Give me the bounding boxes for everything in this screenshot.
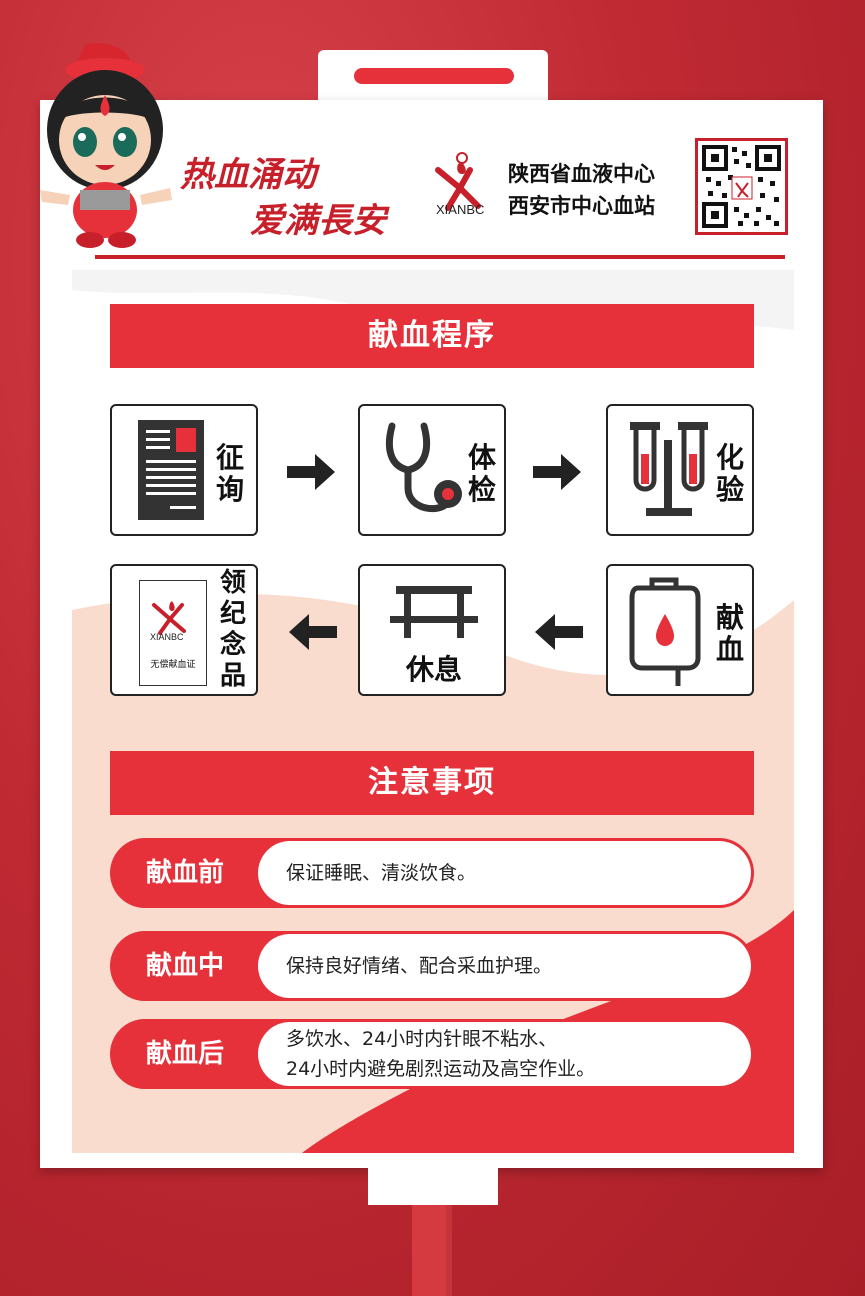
note-before-text: 保证睡眠、清淡饮食。	[258, 841, 751, 905]
step-checkup: 体检	[358, 404, 506, 536]
step-checkup-label: 体检	[468, 441, 497, 506]
document-icon	[138, 420, 204, 520]
note-before: 献血前 保证睡眠、清淡饮食。	[110, 838, 754, 908]
step-souvenir-label: 领纪念品	[220, 568, 247, 691]
board-bottom-tab	[368, 1150, 498, 1205]
org-name-line1: 陕西省血液中心	[508, 162, 655, 186]
org-name: 陕西省血液中心 西安市中心血站	[508, 158, 655, 222]
step-donate: 献血	[606, 564, 754, 696]
note-after-line1: 多饮水、24小时内针眼不粘水、	[286, 1028, 558, 1050]
blood-center-logo-icon	[435, 152, 481, 211]
slogan-line1: 热血涌动	[180, 155, 316, 195]
step-souvenir: XIANBC 无偿献血证 领纪念品	[110, 564, 258, 696]
step-rest-label: 休息	[405, 653, 462, 686]
note-during-tag: 献血中	[145, 951, 224, 981]
arrow-left-icon	[535, 614, 583, 650]
bench-icon	[390, 586, 478, 638]
qr-code[interactable]	[695, 138, 788, 235]
certificate-logo-icon: XIANBC	[150, 601, 186, 641]
note-during-text: 保持良好情绪、配合采血护理。	[258, 934, 751, 998]
step-rest: 休息	[358, 564, 506, 696]
certificate-card: XIANBC 无偿献血证	[139, 580, 207, 686]
mascot-figure	[40, 43, 172, 248]
step-inquiry-label: 征询	[216, 441, 245, 506]
procedure-title: 献血程序	[110, 304, 754, 368]
note-after: 献血后 多饮水、24小时内针眼不粘水、 24小时内避免剧烈运动及高空作业。	[110, 1019, 754, 1089]
slogan-line2: 爱满長安	[250, 201, 386, 241]
arrow-right-icon	[287, 454, 335, 490]
notes-title: 注意事项	[110, 751, 754, 815]
note-before-tag: 献血前	[145, 858, 224, 888]
stethoscope-icon	[385, 422, 462, 513]
header-divider	[95, 255, 785, 259]
certificate-text: 无偿献血证	[150, 660, 196, 670]
svg-text:XIANBC: XIANBC	[150, 632, 184, 641]
arrow-left-icon	[289, 614, 337, 650]
step-inquiry: 征询	[110, 404, 258, 536]
step-lab-test: 化验	[606, 404, 754, 536]
step-lab-test-label: 化验	[716, 441, 745, 506]
note-after-text: 多饮水、24小时内针眼不粘水、 24小时内避免剧烈运动及高空作业。	[258, 1022, 751, 1086]
sign-stem	[412, 1190, 452, 1296]
logo-text: XIANBC	[436, 202, 485, 217]
board-handle	[354, 68, 514, 84]
step-donate-label: 献血	[716, 601, 745, 666]
test-tube-icon	[630, 422, 708, 516]
org-logo: XIANBC	[430, 150, 500, 220]
blood-bag-icon	[629, 577, 701, 686]
note-after-line2: 24小时内避免剧烈运动及高空作业。	[286, 1058, 596, 1080]
org-name-line2: 西安市中心血站	[508, 194, 655, 218]
note-after-tag: 献血后	[145, 1039, 224, 1069]
qr-code-icon	[702, 145, 781, 228]
slogan: 热血涌动 爱满長安	[180, 152, 386, 244]
arrow-right-icon	[533, 454, 581, 490]
note-during: 献血中 保持良好情绪、配合采血护理。	[110, 931, 754, 1001]
